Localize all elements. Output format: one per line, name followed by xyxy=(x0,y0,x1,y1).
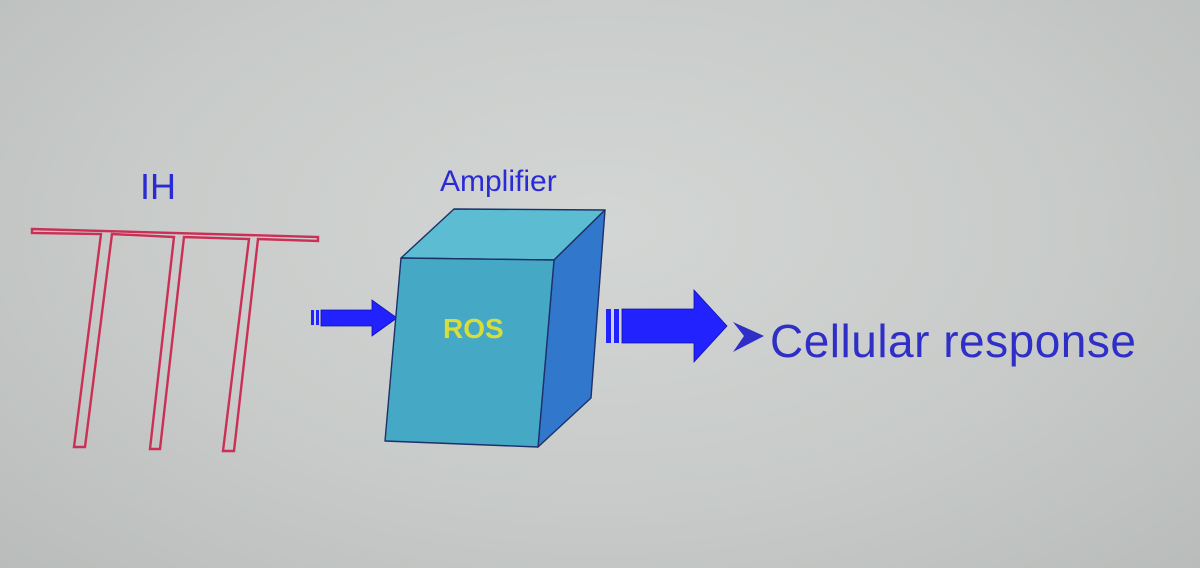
amplifier-cube xyxy=(384,208,606,448)
pulse-baseline xyxy=(30,227,320,453)
amplifier-label: Amplifier xyxy=(440,165,557,198)
ros-label: ROS xyxy=(443,313,504,344)
cube-front-face xyxy=(384,257,555,448)
output-arrow xyxy=(606,288,728,364)
ih-pulse-train xyxy=(30,227,320,453)
cellular-response-label: Cellular response xyxy=(770,315,1137,367)
input-arrow xyxy=(311,299,398,337)
arrowhead-bullet-icon xyxy=(733,322,764,352)
ih-label: IH xyxy=(140,166,176,207)
